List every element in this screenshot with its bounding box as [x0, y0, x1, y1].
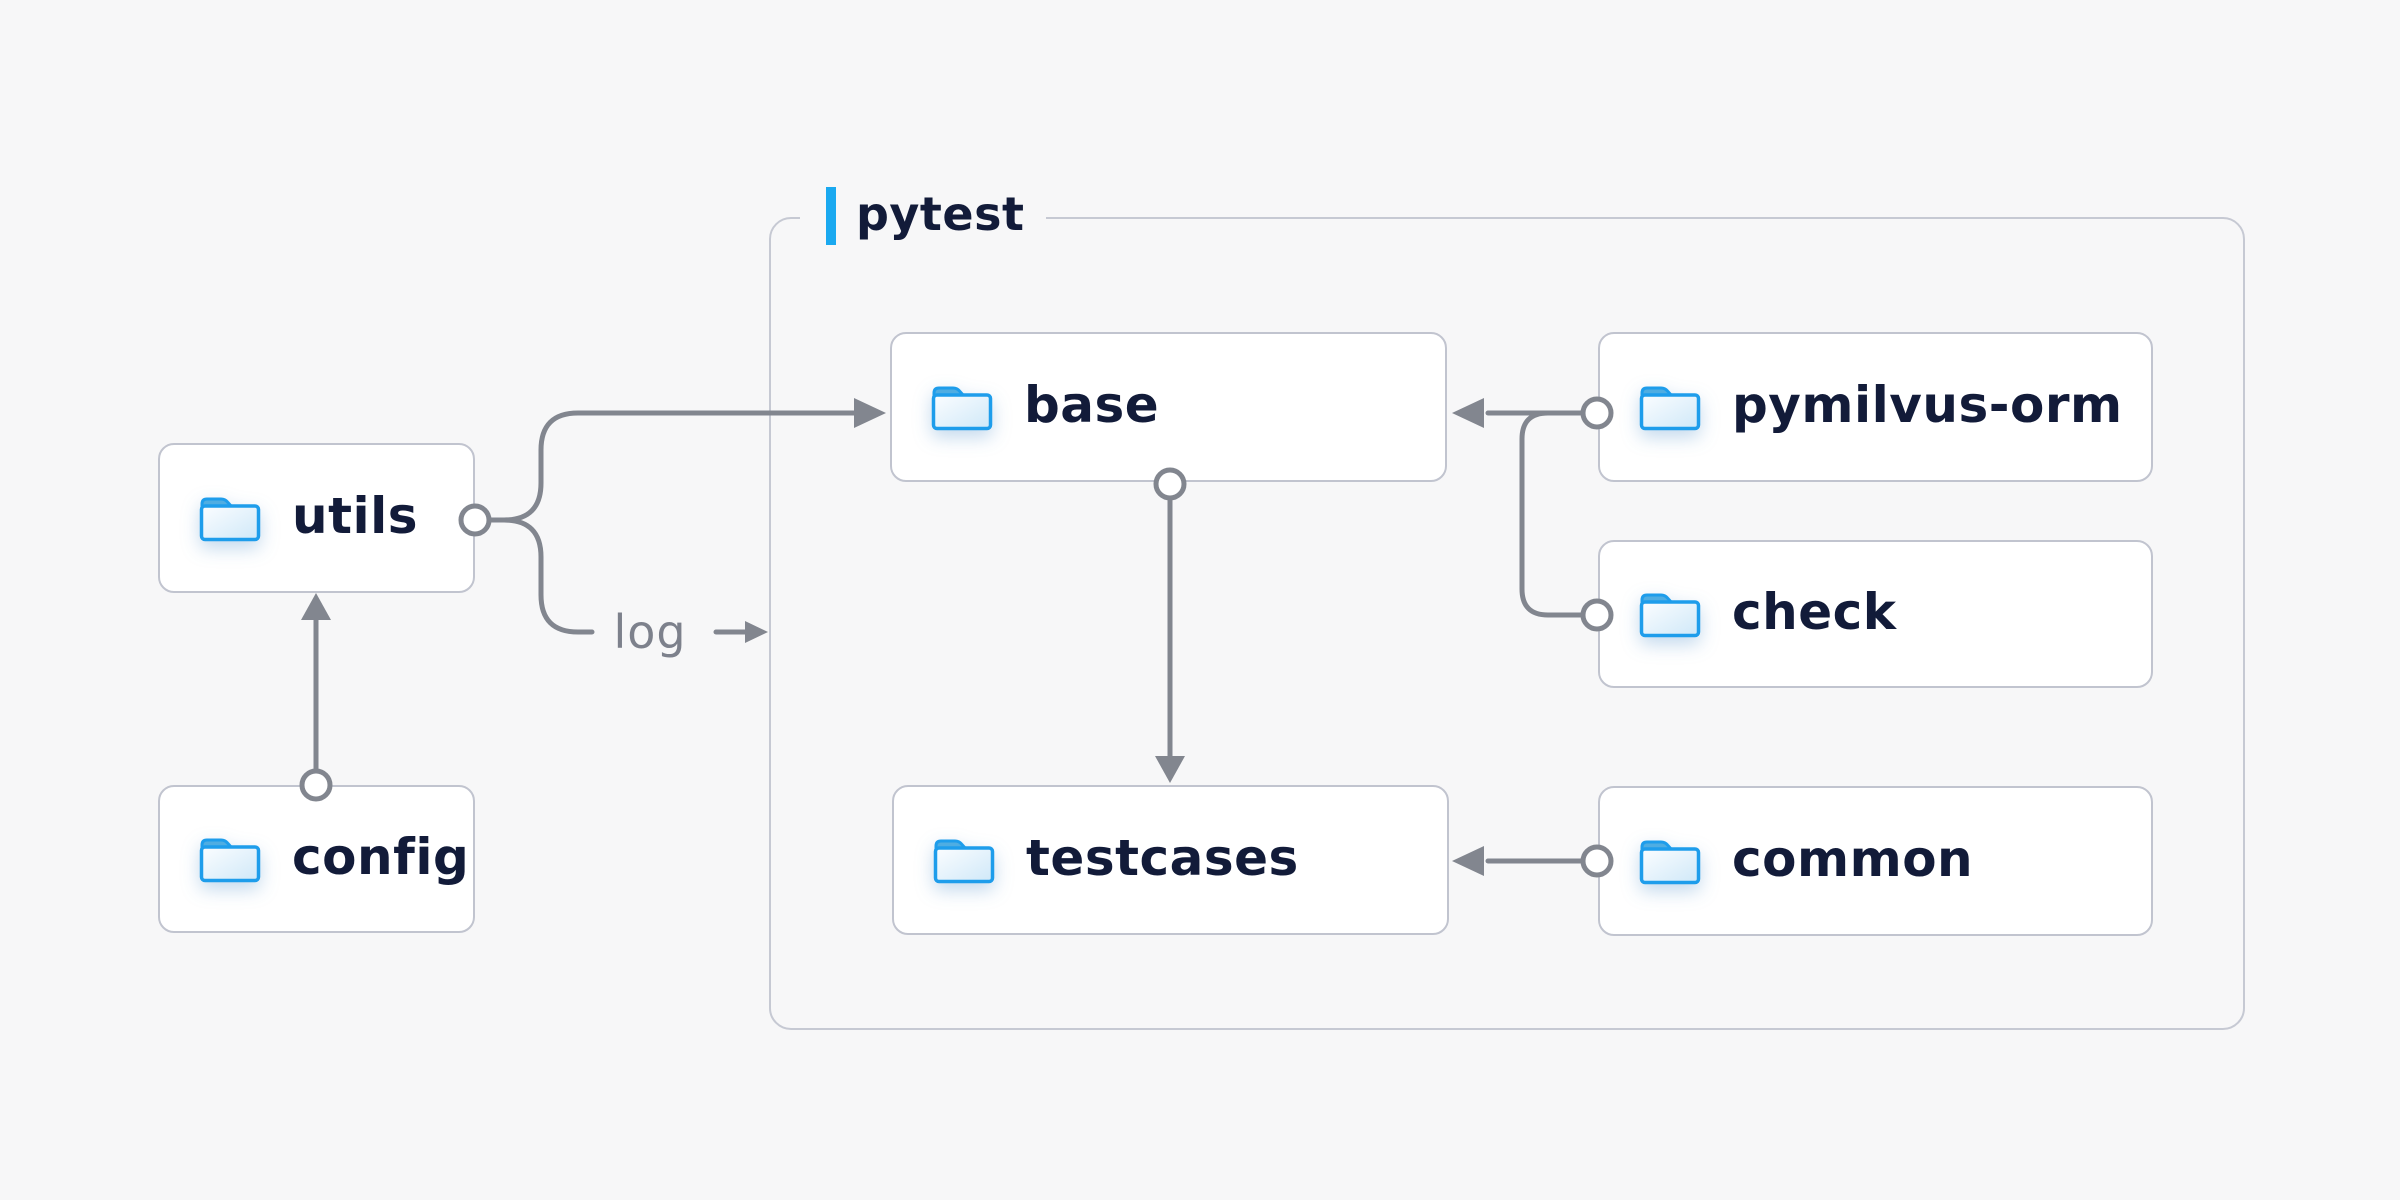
connector-config-utils [299, 593, 333, 802]
node-label: config [292, 828, 470, 886]
arrowhead-up [301, 593, 331, 620]
node-config: config [158, 785, 475, 933]
node-utils: utils [158, 443, 475, 593]
folder-icon [931, 386, 993, 431]
accent-bar [826, 187, 836, 245]
node-label: testcases [1026, 829, 1299, 887]
edge-label-log: log [613, 605, 687, 659]
folder-icon [1639, 386, 1701, 431]
folder-icon [933, 839, 995, 884]
folder-icon [1639, 840, 1701, 885]
node-base: base [890, 332, 1447, 482]
folder-icon [199, 838, 261, 883]
arrowhead-right [745, 621, 768, 643]
node-label: common [1732, 830, 1974, 888]
node-label: check [1732, 583, 1897, 641]
connector-log-arrow [713, 621, 768, 643]
node-check: check [1598, 540, 2153, 688]
node-label: pymilvus-orm [1732, 376, 2123, 434]
folder-icon [199, 497, 261, 542]
pytest-group-title: pytest [856, 187, 1025, 241]
node-common: common [1598, 786, 2153, 936]
node-pymilvus-orm: pymilvus-orm [1598, 332, 2153, 482]
pytest-group-container [769, 217, 2245, 1030]
node-testcases: testcases [892, 785, 1449, 935]
branch-to-log [501, 517, 595, 635]
folder-icon [1639, 593, 1701, 638]
pytest-group-label: pytest [800, 186, 1047, 246]
node-label: utils [292, 487, 419, 545]
node-label: base [1024, 376, 1160, 434]
